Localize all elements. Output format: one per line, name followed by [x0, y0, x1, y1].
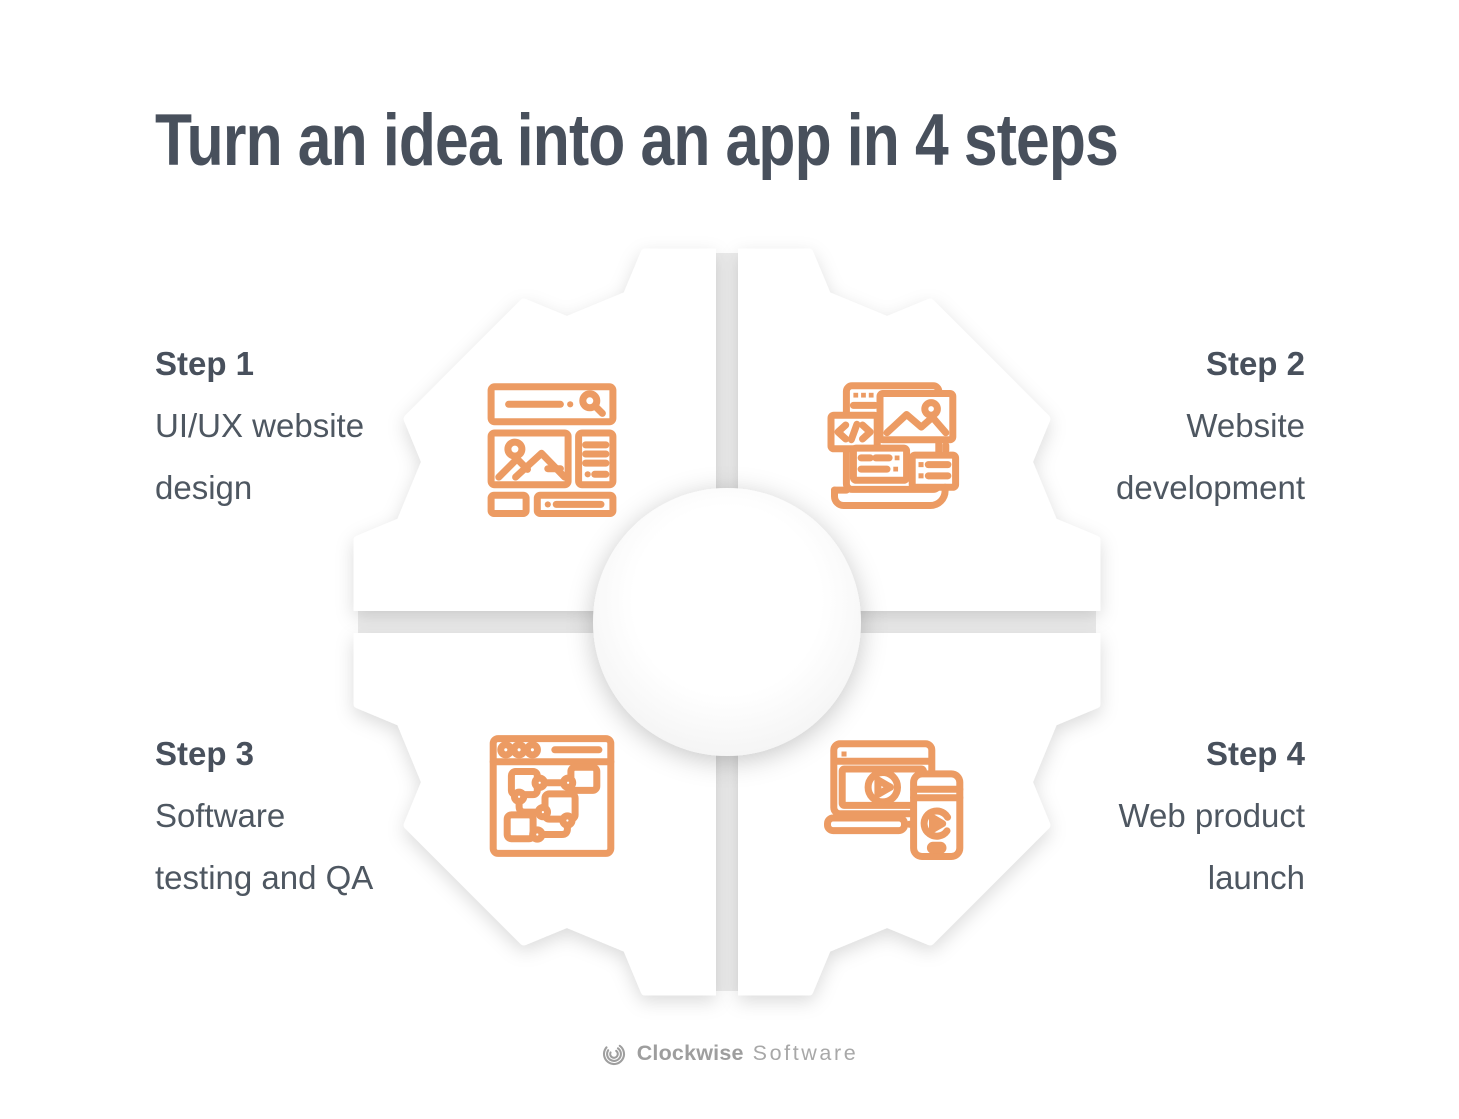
clockwise-spiral-icon [602, 1042, 625, 1066]
step-4-block: Step 4 Web product launch [945, 723, 1306, 909]
step-1-line-2: design [155, 469, 253, 506]
step-3-block: Step 3 Software testing and QA [155, 723, 515, 909]
brand-name-light: Software [752, 1041, 859, 1065]
step-2-line-2: development [1116, 469, 1305, 506]
step-4-line-2: launch [1207, 859, 1305, 896]
step-1-label: Step 1 [155, 345, 255, 382]
website-development-icon [827, 382, 960, 509]
step-1-line-1: UI/UX website [155, 407, 365, 444]
step-4-line-1: Web product [1118, 797, 1306, 834]
brand-name-bold: Clockwise [636, 1041, 744, 1065]
wireframe-design-icon [487, 383, 617, 517]
step-3-line-1: Software [155, 797, 286, 834]
step-2-block: Step 2 Website development [945, 333, 1305, 519]
step-4-label: Step 4 [1205, 735, 1305, 772]
page-title: Turn an idea into an app in 4 steps [155, 100, 1119, 181]
gear-diagram [353, 248, 1101, 996]
step-1-block: Step 1 UI/UX website design [155, 333, 515, 519]
clockwise-logo: Clockwise Software [0, 1040, 1459, 1067]
step-2-label: Step 2 [1205, 345, 1305, 382]
product-launch-icon [824, 740, 964, 860]
flowchart-testing-icon [489, 735, 615, 857]
step-2-line-1: Website [1186, 407, 1305, 444]
step-3-label: Step 3 [155, 735, 255, 772]
gear-center-circle [593, 488, 861, 756]
step-3-line-2: testing and QA [155, 859, 374, 896]
